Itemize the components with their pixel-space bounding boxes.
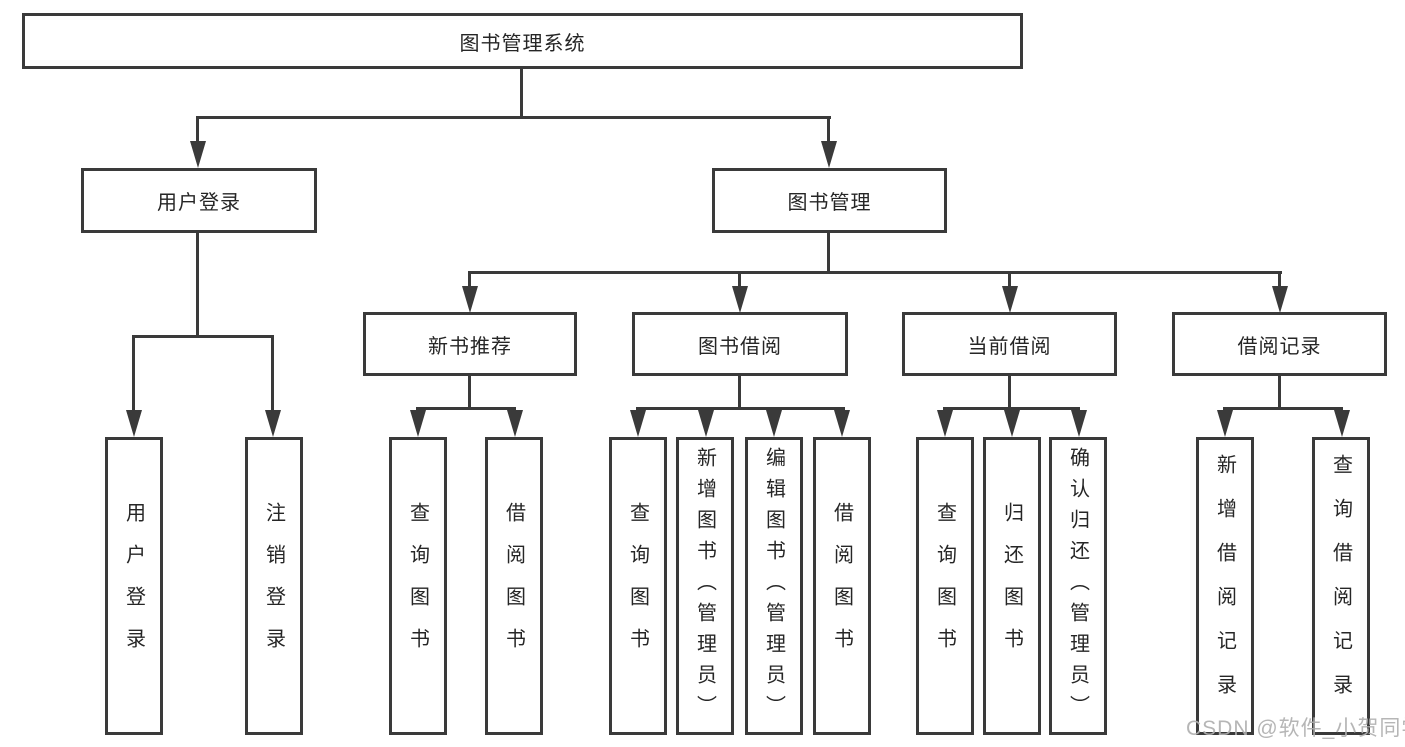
arrow-to-login-leaf1 — [126, 410, 142, 437]
connector-user-login-shaft-line — [196, 116, 199, 143]
leaf-user-login: 用户登录 — [105, 437, 163, 735]
connector-book-mgmt-shaft-line — [827, 116, 830, 143]
node-root-label: 图书管理系统 — [459, 32, 586, 55]
leaf-current-query-label: 查询图书 — [933, 502, 956, 670]
leaf-newbook-borrow: 借阅图书 — [485, 437, 543, 735]
node-user-login: 用户登录 — [81, 168, 317, 233]
node-newbook-label: 新书推荐 — [428, 335, 512, 358]
leaf-records-query: 查询借阅记录 — [1312, 437, 1370, 735]
connector-root-stem-line — [520, 69, 523, 117]
arrow-to-borrow-leaf1 — [630, 410, 646, 437]
arrow-to-current-leaf1 — [937, 410, 953, 437]
leaf-newbook-query: 查询图书 — [389, 437, 447, 735]
connector-login-leaf2-shaft-line — [271, 335, 274, 411]
connector-book-mgmt-branch-line — [468, 271, 1282, 274]
connector-records-branch-line — [1223, 407, 1343, 410]
leaf-borrow-edit: 编辑图书（管理员） — [745, 437, 803, 735]
leaf-newbook-borrow-label: 借阅图书 — [502, 502, 525, 670]
connector-user-login-branch-line — [132, 335, 274, 338]
arrow-to-newbook-leaf2 — [507, 410, 523, 437]
node-current: 当前借阅 — [902, 312, 1117, 376]
arrow-to-user-login — [190, 141, 206, 168]
node-records-label: 借阅记录 — [1237, 335, 1322, 358]
connector-records-shaft-line — [1278, 271, 1281, 289]
leaf-user-login-label: 用户登录 — [122, 502, 145, 670]
node-book-mgmt: 图书管理 — [712, 168, 947, 233]
node-book-mgmt-label: 图书管理 — [787, 192, 872, 214]
arrow-to-borrow-leaf3 — [766, 410, 782, 437]
node-user-login-label: 用户登录 — [157, 192, 241, 214]
leaf-logout: 注销登录 — [245, 437, 303, 735]
connector-borrow-shaft-line — [738, 271, 741, 289]
connector-newbook-branch-line — [416, 407, 516, 410]
connector-newbook-shaft-line — [468, 271, 471, 289]
arrow-to-current-leaf3 — [1071, 410, 1087, 437]
arrow-to-newbook — [462, 286, 478, 313]
connector-newbook-stem-line — [468, 376, 471, 410]
leaf-newbook-query-label: 查询图书 — [406, 502, 429, 670]
node-records: 借阅记录 — [1172, 312, 1387, 376]
arrow-to-records-leaf1 — [1217, 410, 1233, 437]
leaf-current-confirm-label: 确认归还（管理员） — [1066, 446, 1089, 726]
csdn-watermark: CSDN @软件_小贺同学 — [1186, 717, 1405, 740]
node-current-label: 当前借阅 — [967, 335, 1052, 358]
leaf-borrow-query-label: 查询图书 — [626, 502, 649, 670]
leaf-borrow-edit-label: 编辑图书（管理员） — [762, 446, 785, 726]
connector-borrow-stem-line — [738, 376, 741, 410]
arrow-to-records — [1272, 286, 1288, 313]
leaf-borrow-query: 查询图书 — [609, 437, 667, 735]
arrow-to-records-leaf2 — [1334, 410, 1350, 437]
connector-current-stem-line — [1008, 376, 1011, 410]
arrow-to-borrow-leaf4 — [834, 410, 850, 437]
leaf-current-query: 查询图书 — [916, 437, 974, 735]
connector-book-mgmt-stem-line — [827, 233, 830, 274]
leaf-records-add: 新增借阅记录 — [1196, 437, 1254, 735]
arrow-to-newbook-leaf1 — [410, 410, 426, 437]
leaf-borrow-borrow: 借阅图书 — [813, 437, 871, 735]
leaf-borrow-borrow-label: 借阅图书 — [830, 502, 853, 670]
leaf-current-confirm: 确认归还（管理员） — [1049, 437, 1107, 735]
node-borrow-label: 图书借阅 — [698, 335, 782, 358]
leaf-records-query-label: 查询借阅记录 — [1329, 454, 1352, 718]
connector-login-leaf1-shaft-line — [132, 335, 135, 411]
arrow-to-borrow — [732, 286, 748, 313]
leaf-current-return-label: 归还图书 — [1000, 502, 1023, 670]
arrow-to-book-mgmt — [821, 141, 837, 168]
arrow-to-login-leaf2 — [265, 410, 281, 437]
arrow-to-borrow-leaf2 — [698, 410, 714, 437]
arrow-to-current-leaf2 — [1004, 410, 1020, 437]
leaf-borrow-add-label: 新增图书（管理员） — [693, 446, 716, 726]
connector-current-shaft-line — [1008, 271, 1011, 289]
leaf-records-add-label: 新增借阅记录 — [1213, 454, 1236, 718]
leaf-current-return: 归还图书 — [983, 437, 1041, 735]
connector-records-stem-line — [1278, 376, 1281, 410]
arrow-to-current — [1002, 286, 1018, 313]
connector-user-login-stem-line — [196, 233, 199, 338]
node-newbook: 新书推荐 — [363, 312, 577, 376]
node-root: 图书管理系统 — [22, 13, 1023, 69]
node-borrow: 图书借阅 — [632, 312, 848, 376]
leaf-borrow-add: 新增图书（管理员） — [676, 437, 734, 735]
leaf-logout-label: 注销登录 — [262, 502, 285, 670]
connector-root-branch-line — [196, 116, 831, 119]
connector-borrow-branch-line — [636, 407, 845, 410]
